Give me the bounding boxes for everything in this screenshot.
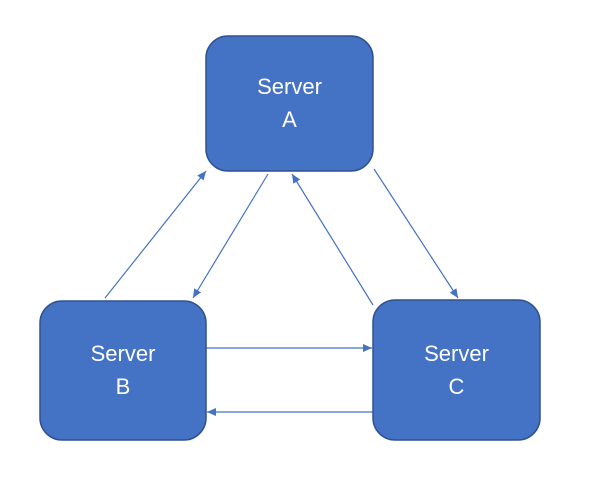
edge-a-to-b — [192, 173, 269, 299]
server-c-label-line1: Server — [424, 341, 489, 366]
server-c-node[interactable]: Server C — [372, 299, 541, 441]
server-a-label-line1: Server — [257, 74, 322, 99]
server-a-label-line2: A — [282, 107, 297, 132]
server-c-label-line2: C — [449, 374, 465, 399]
server-b-node[interactable]: Server B — [39, 300, 207, 441]
edge-a-to-c — [373, 168, 459, 299]
edge-b-to-a — [104, 170, 207, 299]
server-b-label-line2: B — [116, 374, 131, 399]
server-a-node[interactable]: Server A — [205, 35, 374, 172]
edge-c-to-a — [291, 173, 374, 306]
server-b-label-line1: Server — [91, 341, 156, 366]
